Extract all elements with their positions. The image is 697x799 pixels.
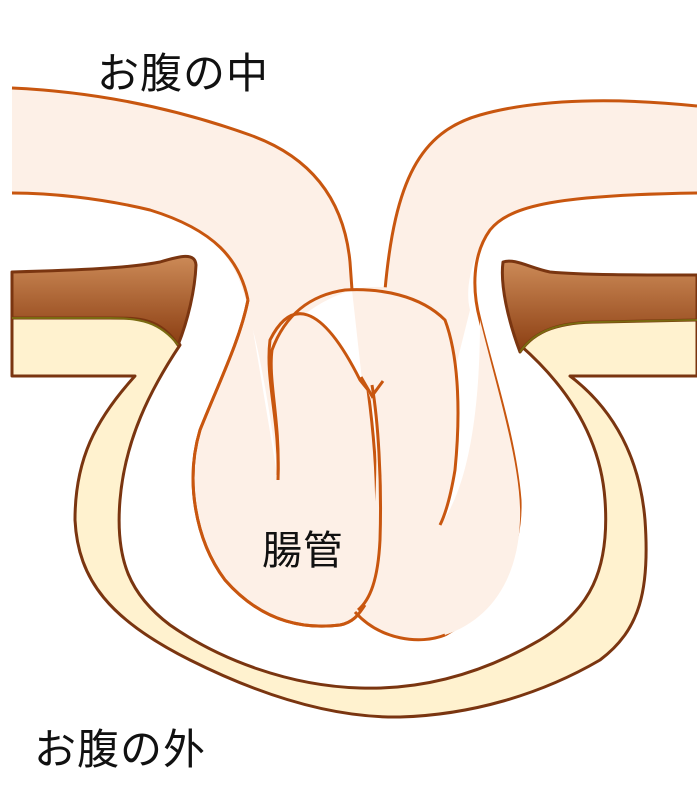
intestine-loop-right: [352, 286, 521, 640]
intestine-center-outline: [269, 288, 460, 526]
intestine-left-tube: [12, 88, 352, 480]
intestine-left-loop-outline: [191, 299, 367, 628]
outside-abdomen-label: お腹の外: [34, 725, 207, 774]
intestine-fold-fork: [359, 376, 385, 399]
intestine-label: 腸管: [262, 528, 344, 574]
intestine-fold-line: [356, 384, 383, 612]
muscle-right-fat-edge: [519, 319, 697, 353]
intestine-loop-left: [191, 299, 379, 628]
intestine-left-tube-outline-top: [11, 86, 354, 291]
intestine-left-tube-outline-bottom: [11, 191, 250, 301]
intestine-right-tube: [385, 100, 697, 371]
intestine-loop-right-outline: [353, 611, 446, 642]
inside-abdomen-label: お腹の中: [97, 49, 270, 98]
muscle-left: [10, 254, 198, 347]
muscle-left-fat-edge: [12, 317, 179, 346]
intestine-right-tube-outline-top: [383, 99, 697, 291]
